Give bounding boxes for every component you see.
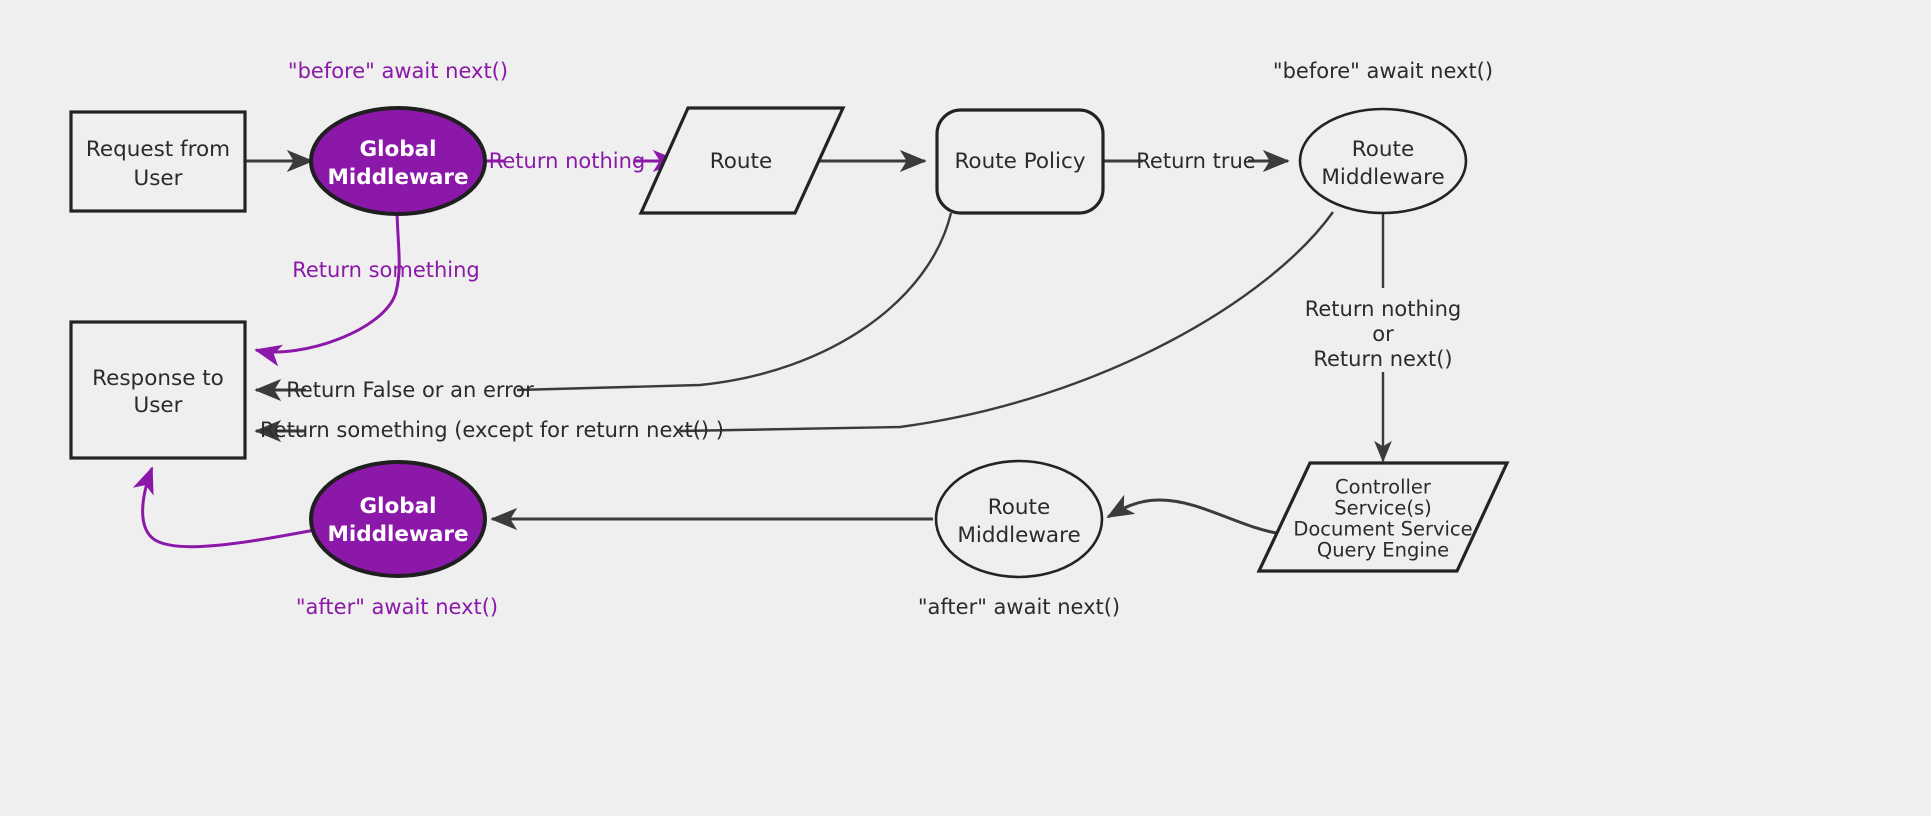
edge-route-policy-to-response-curve: [516, 212, 953, 392]
controller-services-label-line1: Controller: [1335, 476, 1432, 499]
route-middleware-bottom-ellipse: [934, 459, 1104, 579]
request-from-user-box: [69, 110, 247, 213]
edge-global-middleware-bottom-to-response: [132, 466, 316, 549]
node-controller-services[interactable]: Controller Service(s) Document Service Q…: [1256, 461, 1510, 573]
route-middleware-bottom-label-line2: Middleware: [957, 523, 1080, 548]
node-route-middleware-top[interactable]: Route Middleware: [1298, 107, 1468, 215]
global-middleware-top-label-line1: Global: [359, 137, 436, 162]
response-to-user-box: [69, 320, 247, 460]
response-to-user-label-line1: Response to: [92, 366, 224, 391]
edge-label-return-nothing-or-next-line3: Return next(): [1313, 347, 1452, 371]
controller-services-label-line3: Document Service: [1293, 518, 1472, 541]
node-response-to-user[interactable]: Response to User: [69, 320, 247, 460]
node-route-middleware-bottom[interactable]: Route Middleware: [934, 459, 1104, 579]
edge-global-middleware-to-response: [254, 211, 401, 367]
edge-controller-to-route-middleware-bottom: [1106, 494, 1283, 536]
annotation-before-await-next-route: "before" await next(): [1273, 59, 1493, 83]
node-global-middleware-top[interactable]: Global Middleware: [309, 106, 487, 216]
edge-label-return-nothing-or-next-line1: Return nothing: [1305, 297, 1462, 321]
edge-route-middleware-to-response-curve: [679, 211, 1334, 433]
global-middleware-top-ellipse: [309, 106, 487, 216]
node-request-from-user[interactable]: Request from User: [69, 110, 247, 213]
route-policy-label: Route Policy: [954, 149, 1085, 174]
edge-label-return-nothing: Return nothing: [489, 149, 646, 173]
node-global-middleware-bottom[interactable]: Global Middleware: [309, 460, 487, 578]
route-parallelogram: [638, 106, 846, 215]
annotation-before-await-next-global: "before" await next(): [288, 59, 508, 83]
route-middleware-bottom-label-line1: Route: [988, 495, 1050, 520]
route-middleware-top-label-line2: Middleware: [1321, 165, 1444, 190]
edge-label-return-nothing-or-next-line2: or: [1372, 322, 1394, 346]
request-from-user-label-line2: User: [133, 166, 182, 191]
controller-services-label-line2: Service(s): [1334, 497, 1431, 520]
route-label: Route: [710, 149, 772, 174]
route-middleware-top-label-line1: Route: [1352, 137, 1414, 162]
edge-label-return-true: Return true: [1136, 149, 1255, 173]
global-middleware-bottom-label-line1: Global: [359, 494, 436, 519]
route-middleware-top-ellipse: [1298, 107, 1468, 215]
edge-label-return-something: Return something: [292, 258, 480, 282]
global-middleware-bottom-ellipse: [309, 460, 487, 578]
node-route[interactable]: Route: [638, 106, 846, 215]
controller-services-label-line4: Query Engine: [1317, 539, 1449, 562]
global-middleware-bottom-label-line2: Middleware: [327, 522, 468, 547]
global-middleware-top-label-line2: Middleware: [327, 165, 468, 190]
edge-label-return-something-except: Return something (except for return next…: [260, 418, 724, 442]
node-route-policy[interactable]: Route Policy: [935, 108, 1105, 215]
controller-services-parallelogram: [1256, 461, 1510, 573]
route-policy-box: [935, 108, 1105, 215]
annotation-after-await-next-global: "after" await next(): [296, 595, 498, 619]
annotation-after-await-next-route: "after" await next(): [918, 595, 1120, 619]
response-to-user-label-line2: User: [133, 393, 182, 418]
request-from-user-label-line1: Request from: [86, 137, 230, 162]
edge-label-return-false-or-error: Return False or an error: [286, 378, 534, 402]
